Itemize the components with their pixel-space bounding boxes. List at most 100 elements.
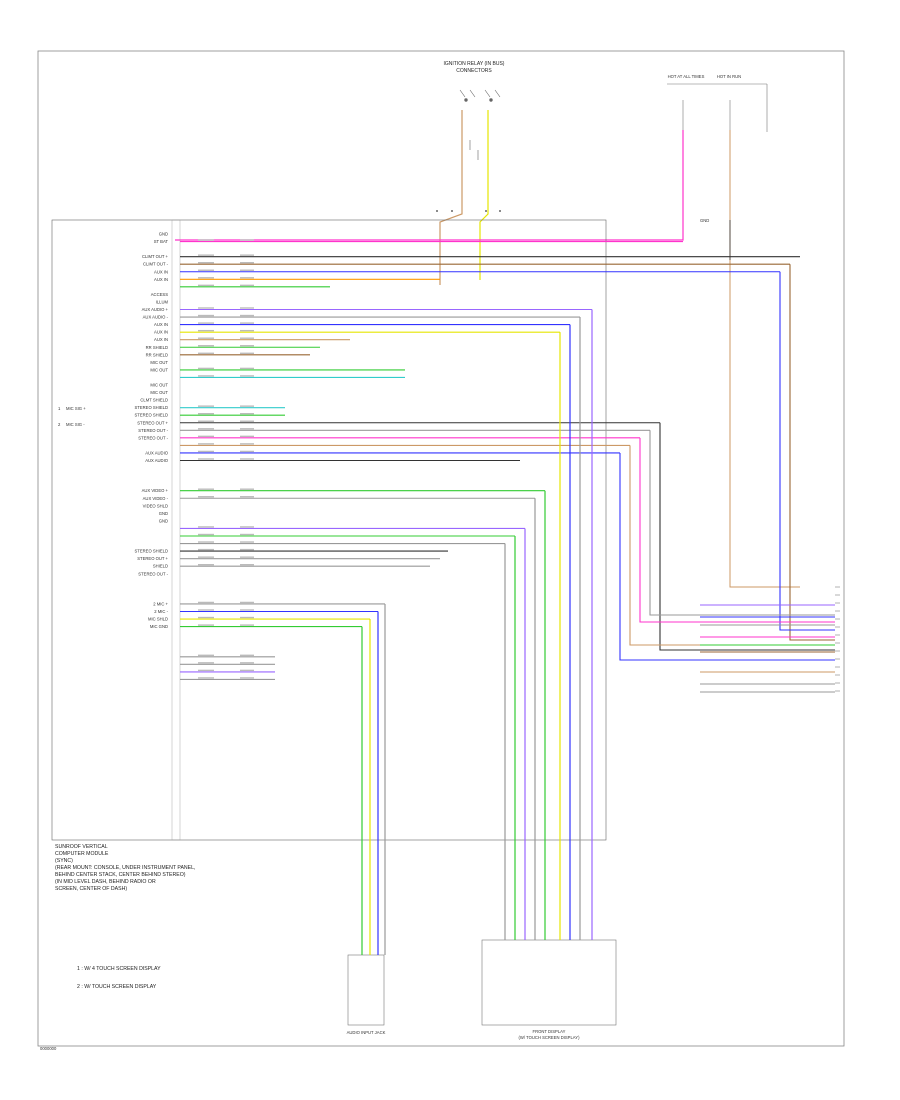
- wire-label-mark: [198, 601, 214, 604]
- wire-label-mark: [198, 413, 214, 415]
- wire-label-mark: [240, 662, 254, 664]
- pin-label: 2 MIC +: [153, 601, 168, 606]
- fuse-box-outline: [667, 83, 768, 132]
- wire-label-mark: [240, 314, 254, 317]
- right-drop-wire: [659, 422, 835, 651]
- wire-label-mark: [240, 443, 254, 445]
- right-drop-wire: [639, 437, 835, 623]
- wire-label-mark: [198, 284, 214, 287]
- wire-label-mark: [198, 420, 214, 422]
- wire-label-mark: [198, 322, 214, 324]
- pin-label: AUX VIDEO -: [143, 496, 169, 501]
- wire-label-mark: [198, 269, 214, 271]
- wire-label-mark: [240, 269, 254, 271]
- pin-label: STEREO SHIELD: [134, 413, 168, 418]
- wire-label-mark: [198, 541, 214, 543]
- wire-label-mark: [198, 435, 214, 438]
- right-connector-pins: [700, 586, 840, 693]
- wire-label-mark: [198, 564, 214, 566]
- pin-label: GND: [159, 518, 168, 523]
- wire-label-mark: [240, 307, 254, 309]
- pin-label: CLMT SHIELD: [140, 398, 168, 403]
- wire-label-mark: [240, 239, 254, 241]
- vertical-wire-group: [361, 309, 593, 955]
- front-display-box: [481, 939, 617, 1026]
- module-note-3: (REAR MOUNT: CONSOLE, UNDER INSTRUMENT P…: [55, 865, 195, 871]
- wire-label-mark: [240, 420, 254, 422]
- side-marker-1: 1: [58, 406, 61, 411]
- hot-at-all-times-label: HOT AT ALL TIMES: [668, 74, 705, 79]
- pin-label: STEREO OUT -: [138, 435, 168, 440]
- wire-label-mark: [198, 662, 214, 664]
- wire-label-mark: [240, 435, 254, 438]
- wire-label-mark: [198, 314, 214, 317]
- wire-label-mark: [240, 533, 254, 536]
- outer-frame: [37, 50, 845, 1047]
- wire-label-mark: [240, 556, 254, 558]
- module-pin-column: [171, 219, 181, 841]
- wire-label-mark: [198, 405, 214, 407]
- wire-label-mark: [240, 669, 254, 672]
- right-drop-wire: [649, 430, 835, 616]
- footer-code: 0000000: [40, 1046, 57, 1051]
- module-box: [51, 219, 607, 841]
- wire-label-mark: [240, 329, 254, 332]
- pin-label: ST BAT: [154, 239, 169, 244]
- right-gnd-label: GND: [700, 218, 709, 223]
- wire-label-mark: [198, 496, 214, 498]
- wire-label-mark: [240, 654, 254, 656]
- wire-label-mark: [198, 375, 214, 377]
- wire-label-mark: [198, 329, 214, 332]
- wire-label-mark: [198, 624, 214, 626]
- wire-label-mark: [240, 624, 254, 626]
- top-splice-dots: [436, 210, 501, 212]
- pin-label: RR SHIELD: [146, 352, 168, 357]
- audio-input-jack-box: [347, 954, 385, 1026]
- pin-label: MIC OUT: [150, 390, 168, 395]
- ignition-connector-symbol: [459, 89, 501, 102]
- wire-group: [180, 239, 835, 680]
- pin-label: AUX VIDEO +: [142, 488, 169, 493]
- module-note-4: BEHIND CENTER STACK, CENTER BEHIND STERE…: [55, 872, 186, 878]
- pin-label: MIC OUT: [150, 367, 168, 372]
- pin-label: 2 MIC -: [154, 609, 168, 614]
- wire-label-mark: [198, 669, 214, 672]
- wire-label-mark: [198, 337, 214, 339]
- wire-label-mark: [240, 375, 254, 377]
- legend-2: 2 : W/ TOUCH SCREEN DISPLAY: [77, 984, 157, 990]
- wire-label-mark: [240, 601, 254, 604]
- wire-label-mark: [198, 616, 214, 619]
- pin-label: MIC SHLD: [148, 617, 168, 622]
- top-header-2: CONNECTORS: [456, 68, 492, 74]
- pin-label: VIDEO SHLD: [143, 503, 168, 508]
- wire-label-mark: [198, 609, 214, 611]
- pin-label: GND: [159, 232, 168, 237]
- pin-label: AUX IN: [154, 269, 168, 274]
- pin-label: AUX IN: [154, 337, 168, 342]
- wire-label-mark: [198, 307, 214, 309]
- wire-label-mark: [240, 609, 254, 611]
- wire-label-mark: [240, 616, 254, 619]
- pin-label: AUX IN: [154, 330, 168, 335]
- module-note-5: (IN MID LEVEL DASH, BEHIND RADIO OR: [55, 879, 156, 885]
- side-marker-2: 2: [58, 422, 61, 427]
- wire-label-mark: [240, 526, 254, 528]
- wire-label-mark: [198, 262, 214, 264]
- wire-label-mark: [240, 413, 254, 415]
- pin-label: STEREO SHIELD: [134, 405, 168, 410]
- pin-label: STEREO OUT +: [137, 556, 168, 561]
- pin-label: MIC OUT: [150, 383, 168, 388]
- right-drop-wire: [779, 271, 835, 631]
- pin-label: MIC GND: [150, 624, 168, 629]
- wire-label-mark: [240, 458, 254, 460]
- wire-label-mark: [198, 677, 214, 679]
- wire-label-mark: [198, 526, 214, 528]
- wire-label-mark: [240, 367, 254, 370]
- wire-label-mark: [240, 677, 254, 679]
- front-display-label: FRONT DISPLAY: [533, 1029, 566, 1034]
- wire-label-mark: [240, 337, 254, 339]
- module-note-1: COMPUTER MODULE: [55, 851, 109, 857]
- pin-label: STEREO OUT -: [138, 571, 168, 576]
- side-marker-2-label: MIC SIG -: [66, 422, 85, 427]
